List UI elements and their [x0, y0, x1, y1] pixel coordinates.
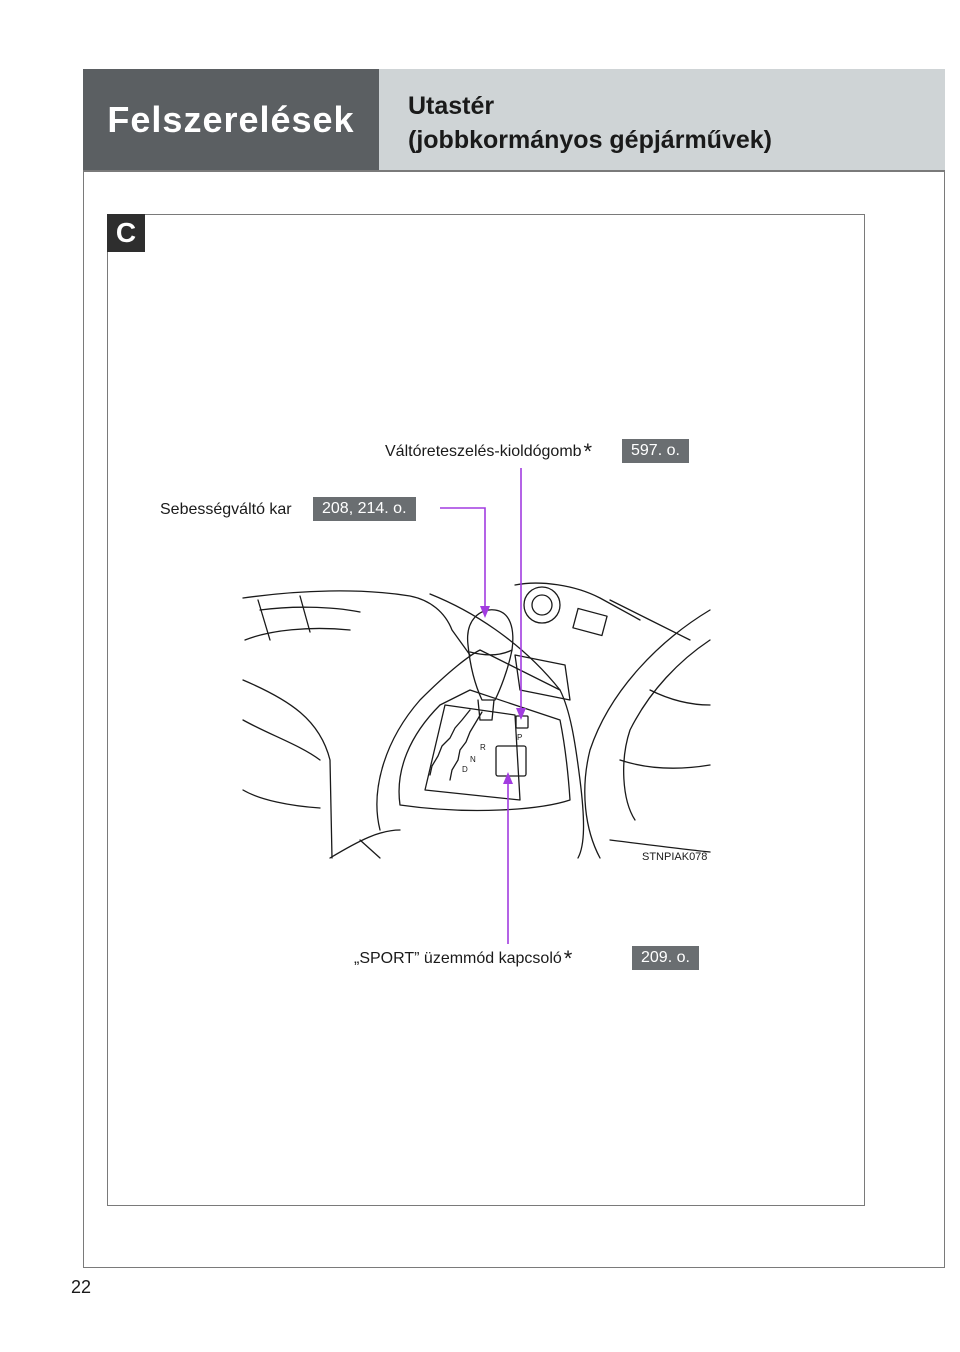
svg-text:D: D [462, 765, 468, 774]
shift-lock-release-page-ref: 597. o. [622, 439, 689, 463]
dashboard-outline [242, 590, 471, 656]
section-title: Felszerelések [107, 99, 355, 140]
console-body [376, 649, 585, 859]
arrow-shift-lock [516, 708, 526, 720]
cup-holder [514, 654, 571, 701]
shift-lever-page-ref: 208, 214. o. [313, 497, 416, 521]
sport-mode-page-ref: 209. o. [632, 946, 699, 970]
steering-wheel-inner [623, 639, 711, 821]
glovebox-lid [257, 595, 311, 641]
floor-line-left [242, 719, 321, 761]
svg-text:N: N [470, 755, 476, 764]
arrow-shift-lever [480, 606, 490, 618]
dashboard-vent [259, 606, 361, 613]
page-number: 22 [71, 1277, 92, 1297]
figure-box [107, 214, 865, 1206]
seat-cushion [242, 789, 321, 809]
svg-text:P: P [517, 733, 522, 742]
floor-line-center [359, 839, 381, 859]
shift-lock-release-label: Váltóreteszelés-kioldógomb* [385, 441, 592, 463]
steering-wheel-outer [584, 609, 711, 859]
shift-lever-label: Sebességváltó kar [160, 501, 292, 518]
seat-edge-left [242, 679, 333, 859]
instrument-dial-inner [531, 594, 553, 616]
svg-text:R: R [480, 743, 486, 752]
figure-letter-badge: C [107, 214, 145, 252]
figure-code: STNPIAK078 [642, 851, 708, 863]
asterisk-mark: * [563, 946, 573, 971]
shift-knob-boot [477, 699, 495, 721]
shift-gate-slot [429, 709, 483, 781]
page-heading-line1: Utastér [408, 92, 495, 120]
steering-wheel-spoke [619, 759, 711, 769]
sport-mode-button [495, 745, 527, 777]
page-heading-block: Utastér (jobbkormányos gépjárművek) [379, 69, 945, 171]
sport-mode-label: „SPORT” üzemmód kapcsoló* [354, 948, 572, 970]
asterisk-mark: * [583, 439, 593, 464]
shift-gate-plate [424, 704, 521, 801]
shift-knob-seam [469, 649, 513, 656]
section-tab: Felszerelések [83, 69, 379, 171]
shift-lock-release-text: Váltóreteszelés-kioldógomb [385, 443, 582, 460]
floor-line-right [609, 839, 711, 853]
page-heading-line2: (jobbkormányos gépjárművek) [408, 126, 772, 154]
glovebox-outline [244, 627, 351, 641]
console-inner-tray [398, 689, 571, 812]
instrument-panel-edge [514, 582, 641, 621]
shift-lock-button [515, 715, 529, 729]
dash-display [572, 607, 608, 637]
dash-right-edge [609, 599, 691, 641]
leader-line-shift-lever [440, 507, 486, 612]
page-heading: Utastér (jobbkormányos gépjárművek) [408, 89, 772, 157]
header-divider [83, 170, 945, 172]
console-base [329, 829, 401, 859]
dash-panel-right [429, 593, 561, 691]
steering-wheel-lower [649, 689, 711, 706]
instrument-dial [523, 586, 561, 624]
sport-mode-text: „SPORT” üzemmód kapcsoló [354, 950, 562, 967]
arrow-sport-mode [503, 772, 513, 784]
